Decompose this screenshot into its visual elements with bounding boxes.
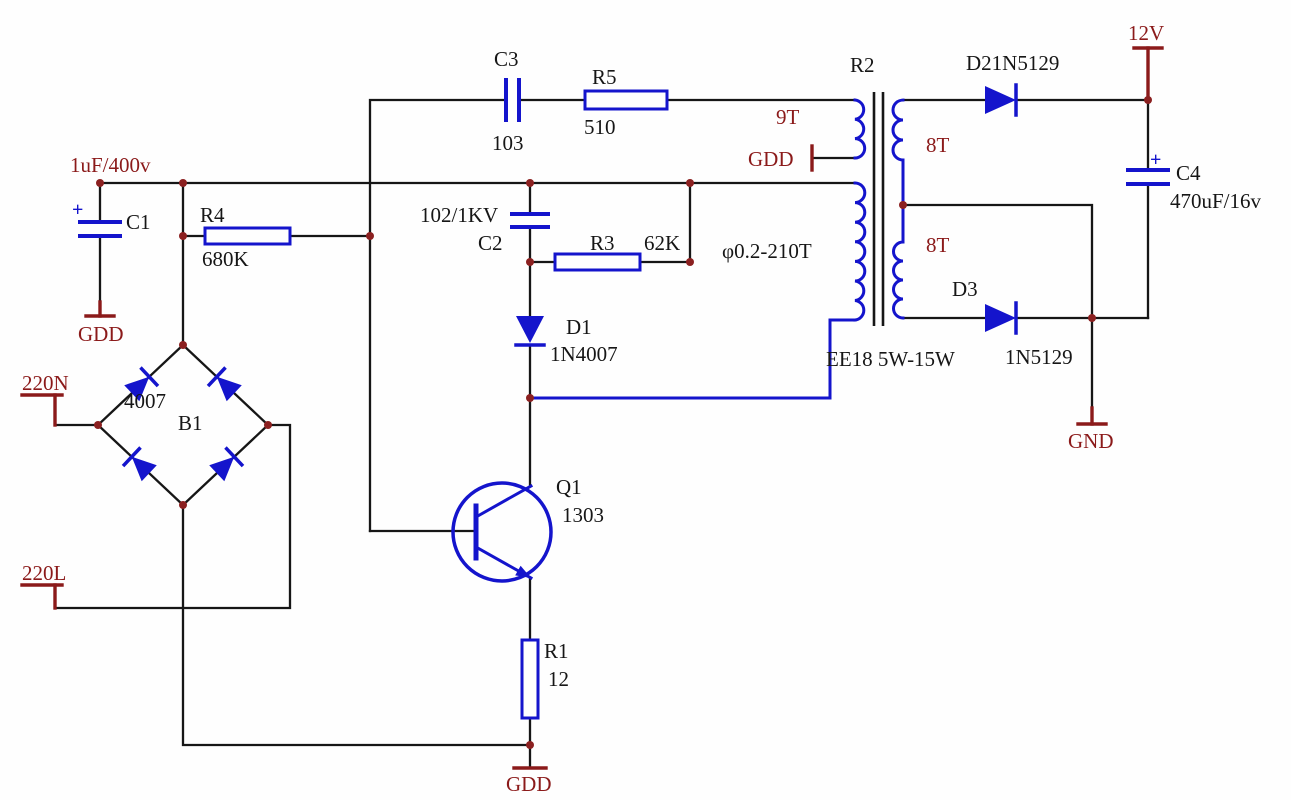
wires: [53, 98, 1150, 770]
d2-ref-label: D2: [966, 51, 992, 75]
xfmr-ref-label: R2: [850, 53, 875, 77]
capacitor-c1: + C1 1uF/400v: [70, 153, 151, 238]
bottom-gnd-label: GDD: [506, 772, 552, 796]
d3-ref-label: D3: [952, 277, 978, 301]
ground-terminal-feedback: GDD: [748, 144, 814, 172]
sec-bottom-turns-label: 8T: [926, 233, 950, 257]
fb-turns-label: 9T: [776, 105, 800, 129]
out-gnd-label: GND: [1068, 429, 1114, 453]
out-voltage-label: 12V: [1128, 21, 1164, 45]
fb-gnd-label: GDD: [748, 147, 794, 171]
c3-value-label: 103: [492, 131, 524, 155]
capacitor-c2: 102/1KV C2: [420, 203, 550, 255]
bridge-diode-upper-right: [206, 366, 242, 402]
q1-value-label: 1303: [562, 503, 604, 527]
primary-turns-label: φ0.2-210T: [722, 239, 812, 263]
d1-value-label: 1N4007: [550, 342, 618, 366]
ground-terminal-output: GND: [1068, 406, 1114, 453]
capacitor-c3: C3 103: [492, 47, 524, 155]
c1-ref-label: C1: [126, 210, 151, 234]
diode-d3: D3 1N5129: [952, 277, 1073, 369]
c3-ref-label: C3: [494, 47, 519, 71]
diode-d1: D1 1N4007: [514, 315, 618, 366]
ac-terminal-220n: 220N: [20, 371, 69, 427]
sec-top-turns-label: 8T: [926, 133, 950, 157]
transistor-q1: Q1 1303: [451, 475, 604, 583]
d2-value-label: 1N5129: [992, 51, 1060, 75]
r5-value-label: 510: [584, 115, 616, 139]
bridge-diode-lower-left: [121, 446, 157, 482]
capacitor-c4: + C4 470uF/16v: [1126, 149, 1262, 213]
junction-dots: [94, 96, 1152, 749]
ac-n-label: 220N: [22, 371, 69, 395]
c2-value-label: 102/1KV: [420, 203, 498, 227]
resistor-r4: R4 680K: [200, 203, 292, 271]
core-type-label: EE18 5W-15W: [826, 347, 955, 371]
r3-ref-label: R3: [590, 231, 615, 255]
r3-value-label: 62K: [644, 231, 680, 255]
resistor-r3: R3 62K: [553, 231, 680, 272]
r4-ref-label: R4: [200, 203, 225, 227]
transformer-t1: R2 9T φ0.2-210T EE18 5W-15W 8T 8T: [722, 53, 955, 371]
emitter-arrow: [515, 565, 531, 578]
bridge-ref-label: B1: [178, 411, 203, 435]
r5-ref-label: R5: [592, 65, 617, 89]
bridge-rectifier-b1: 4007 B1: [96, 343, 270, 507]
resistor-r1: R1 12: [520, 638, 569, 720]
c1-value-label: 1uF/400v: [70, 153, 151, 177]
resistor-r5: R5 510: [583, 65, 669, 139]
output-terminal-12v: 12V: [1128, 21, 1164, 102]
d3-value-label: 1N5129: [1005, 345, 1073, 369]
d1-ref-label: D1: [566, 315, 592, 339]
primary-winding: [853, 181, 867, 322]
secondary-winding-bottom: [892, 203, 905, 320]
bridge-part-label: 4007: [124, 389, 166, 413]
c4-value-label: 470uF/16v: [1170, 189, 1262, 213]
r4-value-label: 680K: [202, 247, 249, 271]
bridge-diode-lower-right: [209, 446, 245, 482]
feedback-wire: [528, 318, 857, 400]
c2-ref-label: C2: [478, 231, 503, 255]
feedback-winding: [853, 98, 867, 160]
q1-ref-label: Q1: [556, 475, 582, 499]
c4-ref-label: C4: [1176, 161, 1201, 185]
ac-terminal-220l: 220L: [20, 561, 66, 610]
r1-value-label: 12: [548, 667, 569, 691]
r1-ref-label: R1: [544, 639, 569, 663]
ac-l-label: 220L: [22, 561, 66, 585]
ground-terminal-bottom: GDD: [506, 766, 552, 796]
ground-terminal-c1: GDD: [78, 300, 124, 346]
diode-d2: D21N5129: [966, 51, 1059, 117]
c1-plus-sign: +: [72, 199, 83, 221]
c1-gnd-label: GDD: [78, 322, 124, 346]
c4-plus-sign: +: [1150, 149, 1161, 171]
secondary-winding-top: [891, 98, 905, 207]
d2-label: D21N5129: [966, 51, 1059, 75]
bridge-diode-upper-left: [124, 366, 160, 402]
